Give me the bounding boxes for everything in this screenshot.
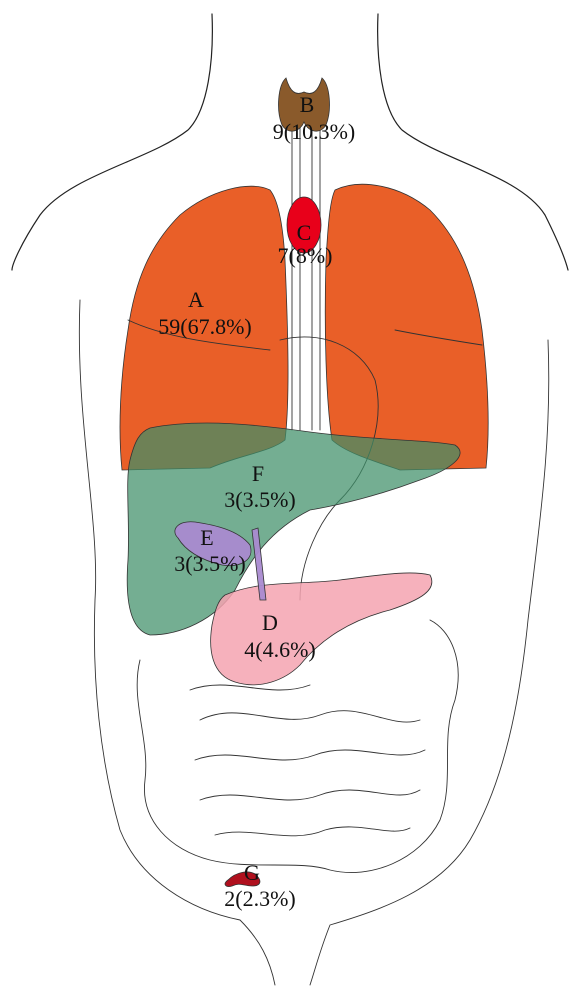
label-A-letter: A <box>188 287 204 312</box>
label-D-value: 4(4.6%) <box>244 637 315 662</box>
label-C-value: 7(8%) <box>278 243 333 268</box>
label-G-letter: G <box>244 860 260 885</box>
label-D-letter: D <box>262 610 278 635</box>
trachea <box>292 110 320 430</box>
right-lung[interactable] <box>325 184 488 470</box>
label-C-letter: C <box>297 220 312 245</box>
label-B-letter: B <box>300 92 315 117</box>
label-G-value: 2(2.3%) <box>224 886 295 911</box>
label-F-value: 3(3.5%) <box>224 487 295 512</box>
label-E-letter: E <box>200 525 213 550</box>
label-E-value: 3(3.5%) <box>174 551 245 576</box>
pancreas[interactable] <box>211 573 432 685</box>
label-B-value: 9(10.3%) <box>273 119 355 144</box>
label-A-value: 59(67.8%) <box>158 314 251 339</box>
label-F-letter: F <box>252 461 264 486</box>
